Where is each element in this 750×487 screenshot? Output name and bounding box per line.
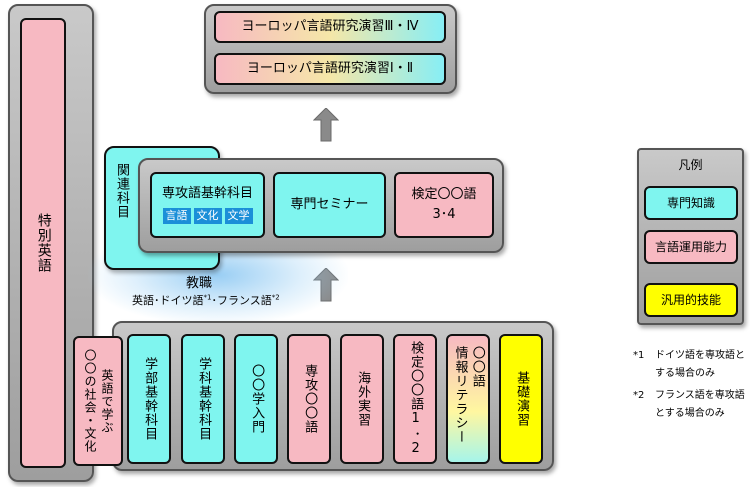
specialty-foundation-box: 専攻語基幹科目 言語 文化 文学 [150, 172, 265, 238]
seminar-label: 専門セミナー [290, 196, 369, 212]
english-society-line2: 〇〇の社会・文化 [83, 349, 97, 453]
special-english-box: 特別英語 [20, 18, 66, 468]
bottom-item-5-label: 海外実習 [355, 371, 371, 427]
bottom-item-2-label: 学科基幹科目 [196, 357, 212, 441]
bottom-item-6: 検定〇〇語1･2 [393, 334, 437, 464]
teaching-langs2: ･フランス語 [211, 294, 272, 307]
top-box-2: ヨーロッパ言語研究演習Ⅰ・Ⅱ [214, 53, 446, 85]
teaching-languages: 英語･ドイツ語*1･フランス語*2 [132, 292, 280, 308]
exam-34-label: 検定〇〇語 [411, 186, 477, 202]
related-subjects-label: 関連科目 [114, 163, 129, 219]
bottom-item-7-line1: 〇〇語 [469, 346, 485, 388]
specialty-foundation-label: 専攻語基幹科目 [161, 186, 253, 201]
legend-title: 凡例 [678, 158, 703, 172]
tag-language: 言語 [162, 208, 191, 224]
footnote-2-line2: とする場合のみ [655, 408, 725, 419]
legend-specialized-knowledge: 専門知識 [644, 186, 738, 220]
legend-general-skills-label: 汎用的技能 [660, 292, 721, 307]
bottom-item-3-label: 〇〇学入門 [249, 364, 265, 434]
exam-34-number: 3･4 [432, 207, 456, 222]
teaching-sup1: *1 [203, 293, 212, 302]
legend-specialized-knowledge-label: 専門知識 [666, 195, 715, 210]
bottom-item-4: 専攻〇〇語 [287, 334, 331, 464]
bottom-item-7: 〇〇語 情報リテラシー [446, 334, 490, 464]
tag-literature: 文学 [224, 208, 253, 224]
english-society-box: 英語で学ぶ 〇〇の社会・文化 [73, 336, 123, 466]
bottom-item-1: 学部基幹科目 [127, 334, 171, 464]
footnote-2: *2 フランス語を専攻語 とする場合のみ [633, 387, 745, 423]
top-box-1: ヨーロッパ言語研究演習Ⅲ・Ⅳ [214, 11, 446, 43]
legend-language-ability-label: 言語運用能力 [654, 239, 727, 254]
tag-culture: 文化 [193, 208, 222, 224]
bottom-item-3: 〇〇学入門 [234, 334, 278, 464]
special-english-label: 特別英語 [35, 213, 52, 273]
footnote-2-line1: フランス語を専攻語 [655, 390, 745, 401]
teaching-sup2: *2 [271, 293, 280, 302]
legend-language-ability: 言語運用能力 [644, 230, 738, 264]
bottom-item-8-label: 基礎演習 [514, 371, 530, 427]
teaching-title: 教職 [186, 276, 213, 291]
top-box-1-label: ヨーロッパ言語研究演習Ⅲ・Ⅳ [241, 18, 419, 34]
bottom-item-4-label: 専攻〇〇語 [302, 364, 318, 434]
footnote-1-mark: *1 [633, 350, 645, 361]
seminar-box: 専門セミナー [273, 172, 386, 238]
bottom-item-6-label: 検定〇〇語1･2 [408, 341, 424, 457]
bottom-item-5: 海外実習 [340, 334, 384, 464]
english-society-line1: 英語で学ぶ [100, 368, 114, 434]
bottom-item-8: 基礎演習 [499, 334, 543, 464]
footnote-2-mark: *2 [633, 390, 645, 401]
bottom-item-7-line2: 情報リテラシー [452, 346, 468, 444]
up-arrow-top [313, 108, 339, 142]
bottom-item-2: 学科基幹科目 [181, 334, 225, 464]
footnote-1-line2: する場合のみ [655, 368, 715, 379]
specialty-foundation-tags: 言語 文化 文学 [162, 208, 253, 224]
footnote-1-line1: ドイツ語を専攻語と [655, 350, 745, 361]
legend-general-skills: 汎用的技能 [644, 283, 738, 317]
footnote-1: *1 ドイツ語を専攻語と する場合のみ [633, 347, 745, 383]
exam-34-box: 検定〇〇語 3･4 [394, 172, 494, 238]
teaching-langs: 英語･ドイツ語 [132, 294, 204, 307]
bottom-item-1-label: 学部基幹科目 [142, 357, 158, 441]
top-box-2-label: ヨーロッパ言語研究演習Ⅰ・Ⅱ [246, 60, 414, 76]
